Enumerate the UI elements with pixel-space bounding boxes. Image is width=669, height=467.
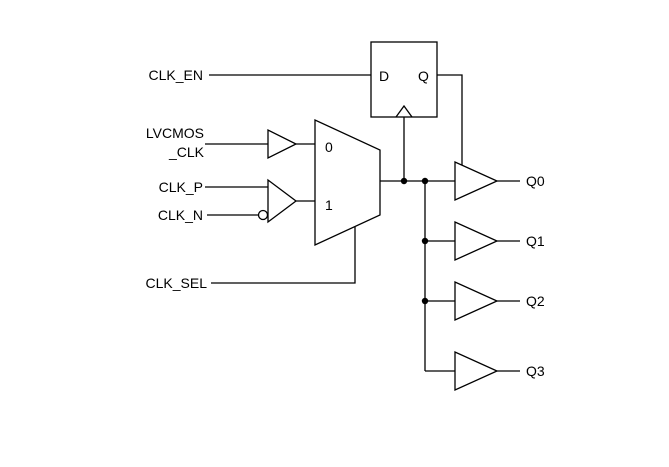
q0-label: Q0 [526, 173, 545, 189]
inverter-bubble-icon [257, 209, 269, 221]
ff-q-output-wire [437, 74, 463, 165]
clk-en-label: CLK_EN [149, 67, 203, 83]
junction-dot [421, 297, 429, 305]
clk-sel-wire [211, 227, 356, 284]
diff-buffer-icon [267, 178, 298, 224]
lvcmos-buffer-icon [267, 128, 298, 160]
lvcmos-clk-label-line2: _CLK [168, 144, 205, 160]
mux-input0-label: 0 [325, 139, 333, 155]
q3-label: Q3 [526, 363, 545, 379]
ff-q-label: Q [418, 68, 429, 84]
flip-flop-box [370, 41, 438, 118]
clk-n-label: CLK_N [158, 207, 203, 223]
q2-label: Q2 [526, 293, 545, 309]
output-buffer-q2-icon [454, 280, 499, 322]
junction-dot [421, 237, 429, 245]
junction-dot [400, 177, 408, 185]
junction-dot [421, 177, 429, 185]
clock-wedge-icon [395, 104, 413, 118]
output-buffer-q3-icon [454, 350, 499, 392]
output-buffer-q0-icon [454, 160, 499, 202]
clk-sel-label: CLK_SEL [146, 275, 208, 291]
q1-label: Q1 [526, 233, 545, 249]
clk-p-label: CLK_P [159, 179, 203, 195]
output-buffer-q1-icon [454, 220, 499, 262]
mux-shape [314, 118, 381, 247]
mux-input1-label: 1 [325, 197, 333, 213]
lvcmos-clk-label-line1: LVCMOS [146, 125, 204, 141]
ff-d-label: D [379, 68, 389, 84]
